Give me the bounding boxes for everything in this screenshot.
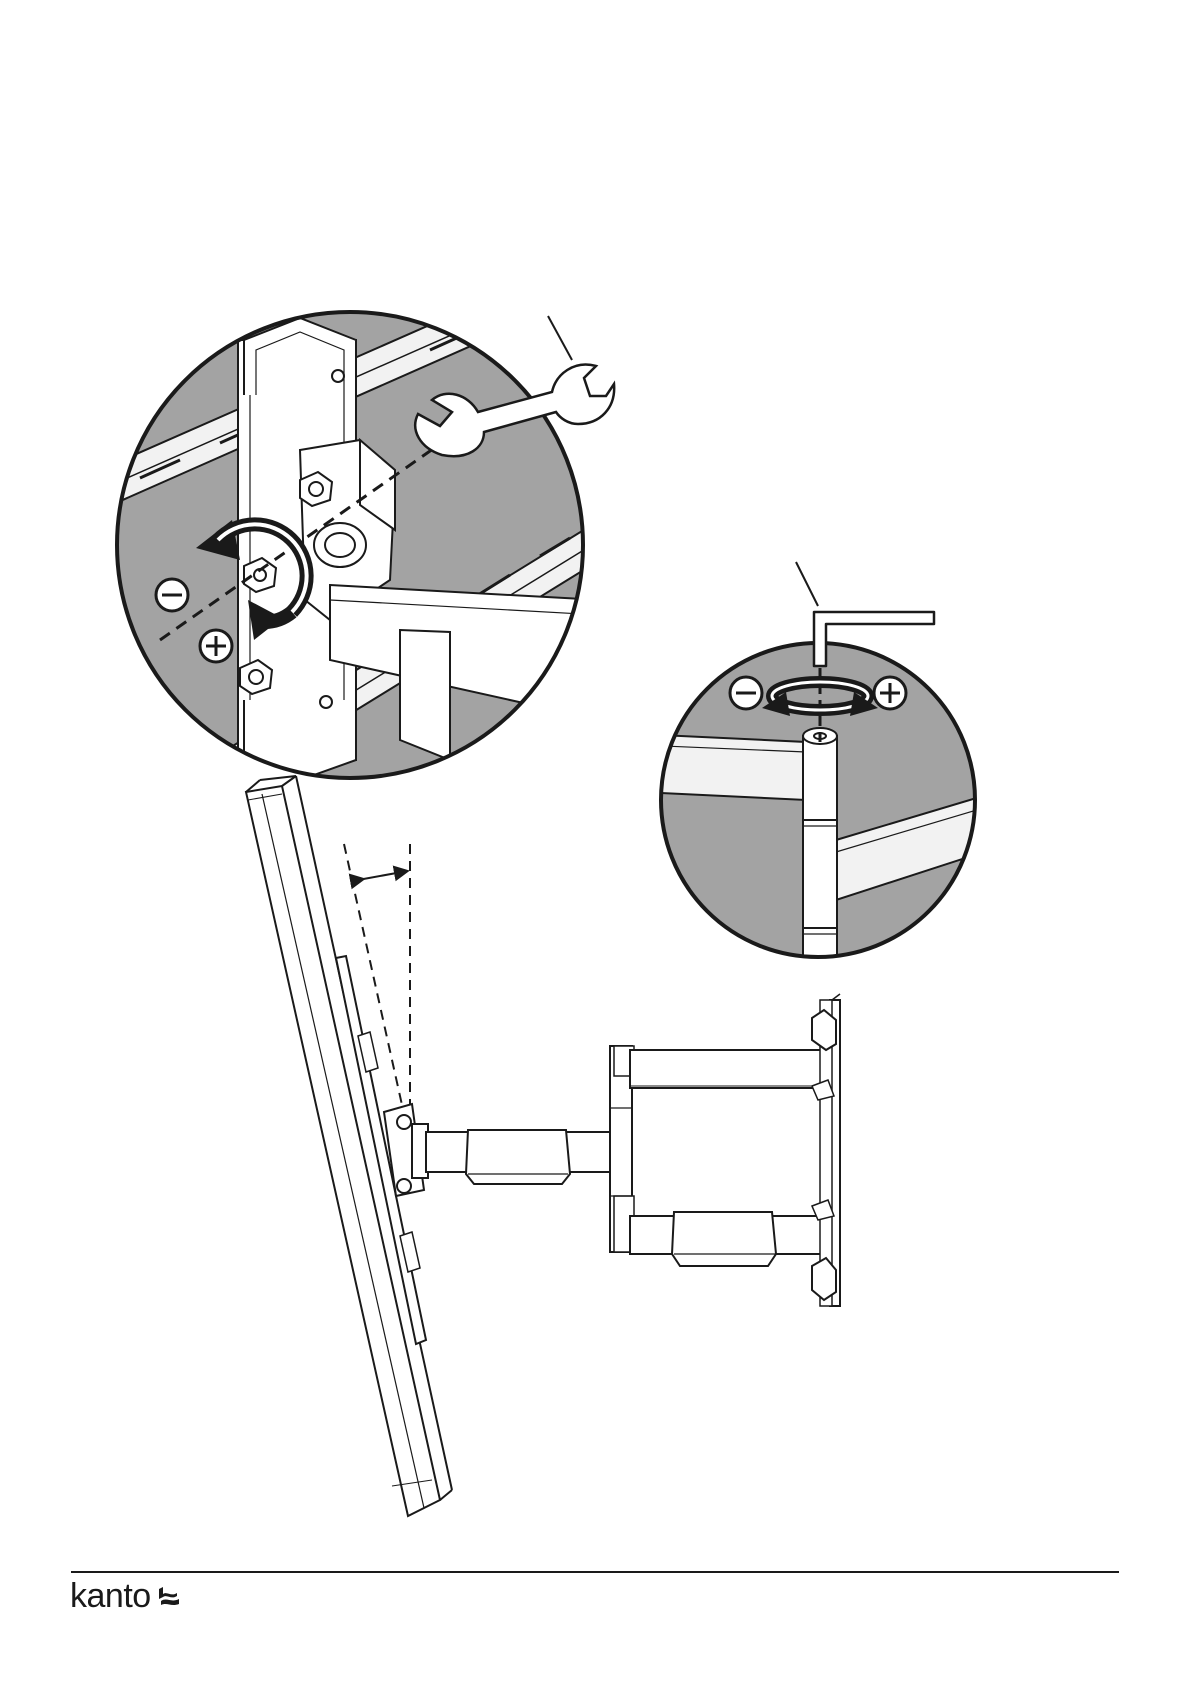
footer-rule [71, 1571, 1119, 1573]
rear-upper-arm [630, 1050, 822, 1088]
minus-sign-icon [730, 677, 762, 709]
rear-lower-arm [630, 1212, 822, 1266]
front-arm [426, 1130, 616, 1184]
double-arrow-icon [358, 872, 402, 880]
tilt-reference-line [344, 844, 404, 1114]
wall-plate [812, 994, 840, 1306]
plus-sign-icon [874, 677, 906, 709]
brand-name: kanto [70, 1577, 151, 1616]
kanto-wave-icon [157, 1585, 181, 1607]
plus-sign-icon [200, 630, 232, 662]
bolt-detail-callout [100, 250, 620, 800]
minus-sign-icon [156, 579, 188, 611]
brand-logo: kanto [70, 1576, 181, 1616]
pivot-detail-callout [640, 562, 990, 966]
pivot-pin [803, 736, 837, 966]
